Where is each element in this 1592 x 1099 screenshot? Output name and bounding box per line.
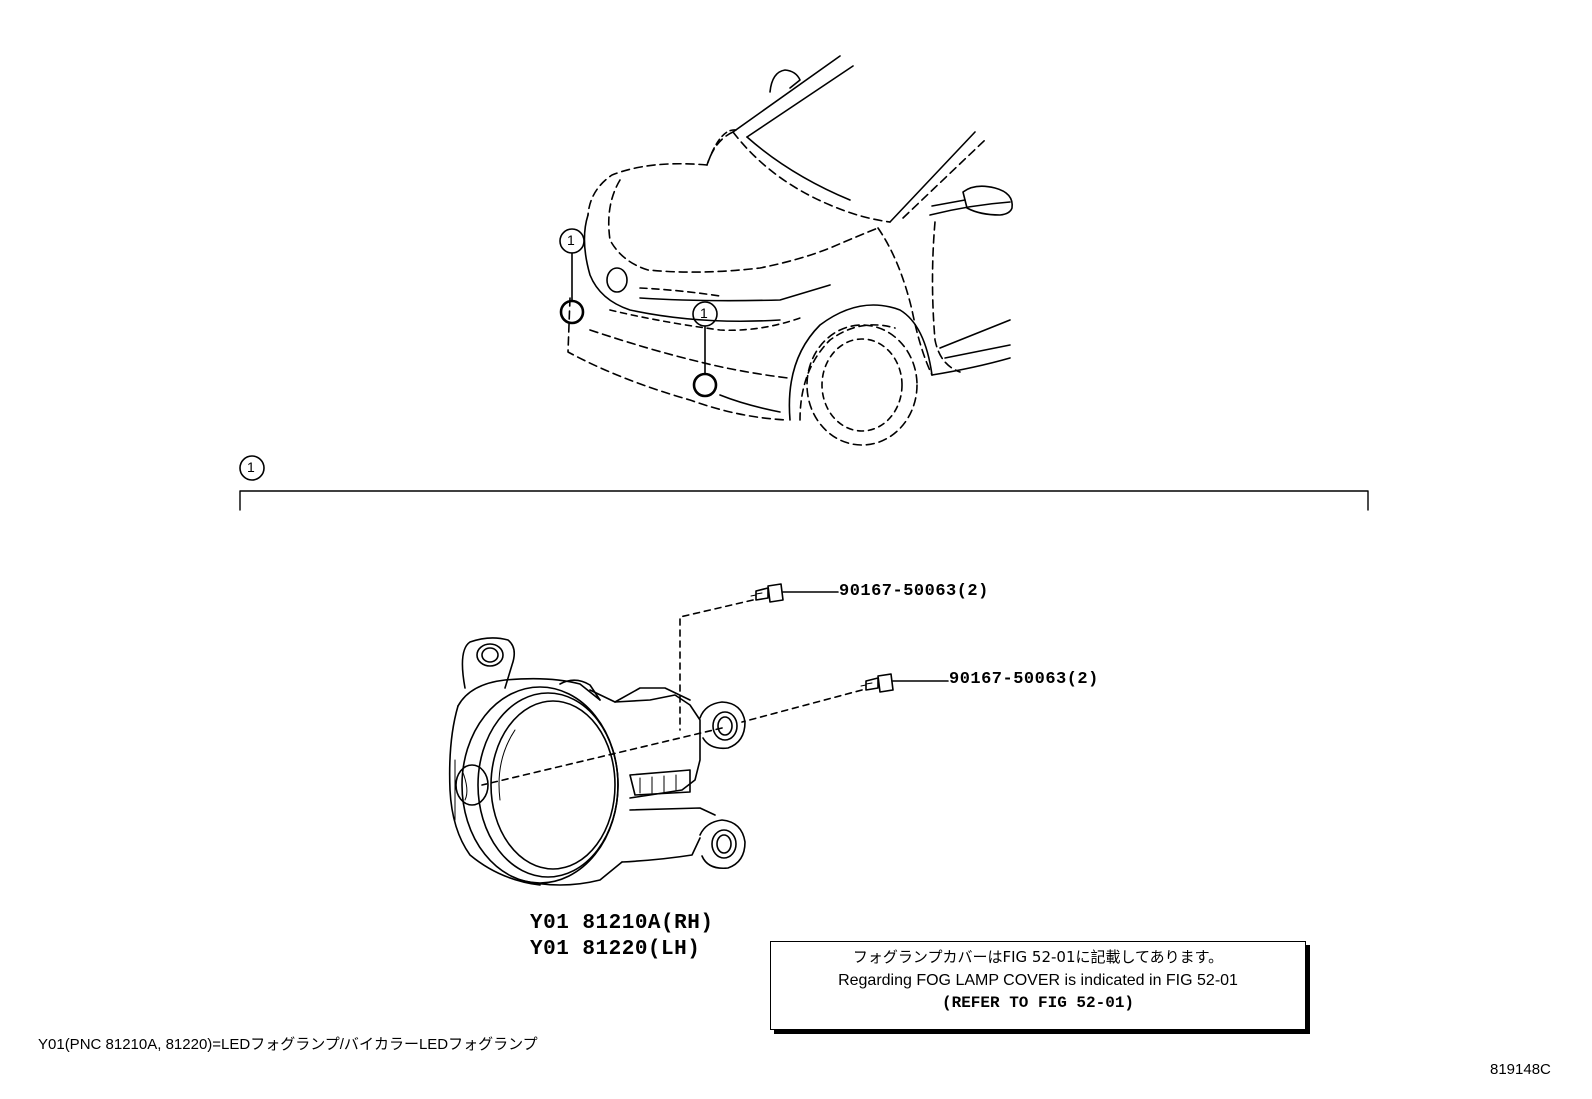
note-box: フォグランプカバーはFIG 52-01に記載してあります。 Regarding … [770, 941, 1306, 1030]
fog-lamp-illustration [448, 637, 746, 886]
note-line-reference: (REFER TO FIG 52-01) [941, 994, 1135, 1012]
figure-id: 819148C [1490, 1061, 1551, 1078]
car-callouts [559, 228, 718, 398]
part-label-fog-lamp-rh: Y01 81210A(RH) [530, 912, 714, 935]
footnote: Y01(PNC 81210A, 81220)=LEDフォグランプ/バイカラーLE… [38, 1036, 538, 1053]
note-line-english: Regarding FOG LAMP COVER is indicated in… [838, 972, 1238, 989]
bolt-upper [679, 583, 839, 731]
part-label-bolt-lower: 90167-50063(2) [949, 670, 1099, 689]
bolt-lower [481, 673, 949, 786]
callout-number-car-right: 1 [700, 305, 708, 321]
part-label-fog-lamp: Y01 81210A(RH) Y01 81220(LH) [530, 911, 713, 963]
section-bracket [239, 455, 1369, 511]
note-line-japanese: フォグランプカバーはFIG 52-01に記載してあります。 [852, 948, 1224, 966]
car-front-illustration [567, 55, 1013, 446]
callout-number-car-left: 1 [567, 232, 575, 248]
part-label-bolt-upper: 90167-50063(2) [839, 582, 989, 601]
callout-number-section: 1 [247, 459, 255, 475]
part-label-fog-lamp-lh: Y01 81220(LH) [530, 938, 701, 961]
